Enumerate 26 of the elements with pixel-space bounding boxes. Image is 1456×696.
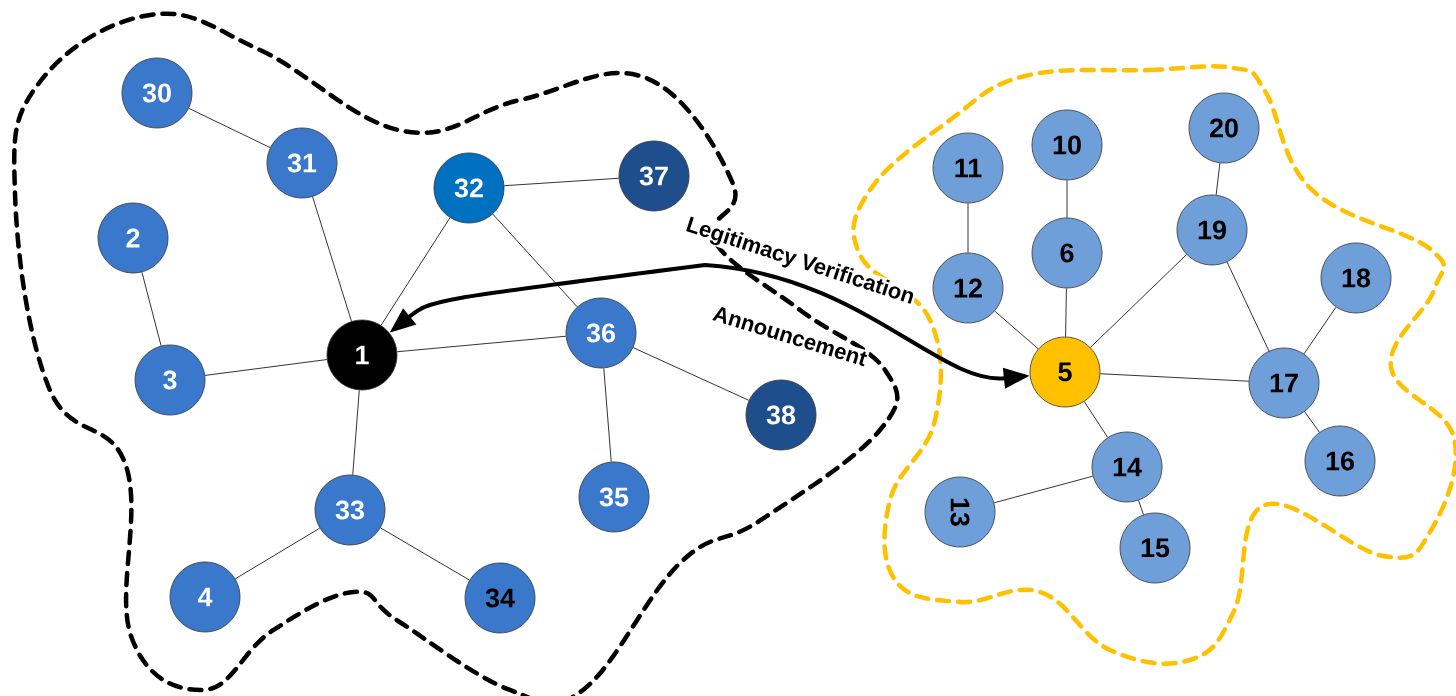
connector-line: [1226, 261, 1270, 352]
connector-line: [1083, 401, 1109, 438]
connector-line: [993, 475, 1094, 504]
connector-line: [1138, 500, 1144, 515]
connector-line: [380, 217, 451, 326]
connector-line: [204, 359, 328, 376]
connector-line: [492, 213, 578, 308]
connector-line: [994, 310, 1039, 350]
connector-line: [1090, 254, 1187, 348]
connector-line: [1303, 306, 1337, 355]
connector-line: [396, 335, 567, 353]
connector-line: [141, 271, 162, 347]
connector-line: [1099, 373, 1250, 382]
connector-line: [188, 107, 271, 148]
connector-line: [234, 527, 321, 580]
connector-line: [380, 527, 470, 581]
connector-line: [352, 389, 360, 476]
connector-line: [1215, 162, 1221, 196]
connector-line: [503, 177, 620, 187]
connector-line: [312, 196, 352, 322]
connector-line: [632, 347, 750, 401]
connector-line: [1066, 180, 1068, 218]
connector-line: [603, 367, 612, 463]
connector-line: [967, 203, 969, 253]
connector-line: [1065, 288, 1067, 337]
connector-line: [1304, 411, 1320, 433]
